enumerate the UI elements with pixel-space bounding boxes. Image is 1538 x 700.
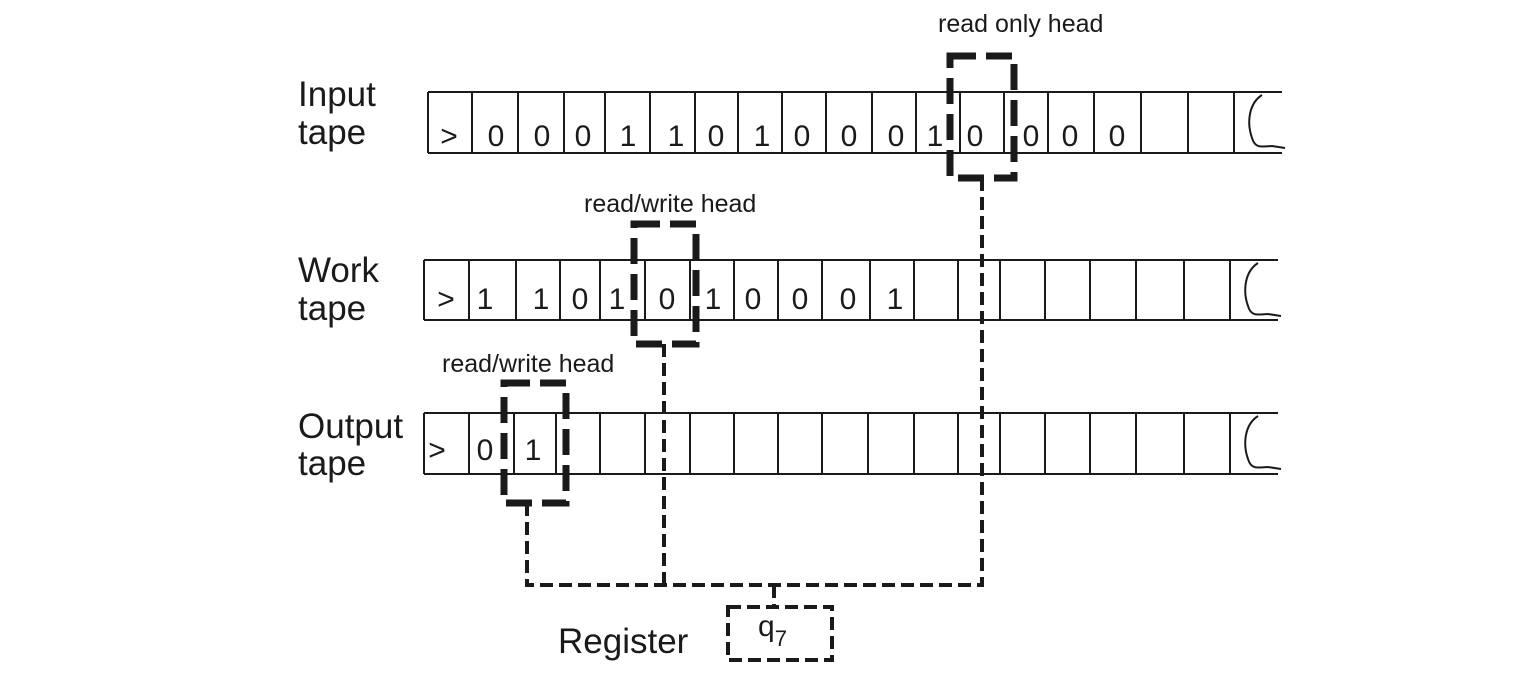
input-tape-symbol: 1 (620, 120, 637, 153)
work-tape-torn-end-icon (1244, 262, 1282, 317)
input-tape-symbol: 1 (754, 120, 771, 153)
output-tape-symbol: 1 (525, 434, 542, 467)
work-tape-symbol: 1 (705, 283, 722, 316)
work-tape-symbol: 0 (659, 283, 676, 316)
work-tape-symbol: 1 (533, 283, 550, 316)
work-tape-label-line1: Work (298, 251, 380, 290)
input-tape-symbol: 0 (1109, 120, 1126, 153)
work-tape-symbol: 0 (745, 283, 762, 316)
output-tape-symbol: > (428, 434, 446, 467)
input-tape-symbol: 0 (1062, 120, 1079, 153)
work-tape-symbol: 1 (477, 283, 494, 316)
input-tape-symbol: 0 (575, 120, 592, 153)
output-head-connector (525, 503, 774, 587)
output-read-write-head (500, 379, 570, 507)
work-tape-symbol: 1 (887, 283, 904, 316)
output-tape-label-line2: tape (298, 444, 366, 483)
register-state-letter: q (758, 610, 775, 643)
output-tape-label-line1: Output (298, 407, 403, 446)
input-tape-symbol: 0 (534, 120, 551, 153)
work-tape-symbol: 0 (792, 283, 809, 316)
work-tape-symbol: > (437, 283, 455, 316)
input-tape-symbol: 1 (668, 120, 685, 153)
work-tape-symbol: 1 (609, 283, 626, 316)
output-tape-symbol: 0 (477, 434, 494, 467)
head-connections (525, 178, 984, 607)
output-tape-torn-end-icon (1244, 415, 1282, 470)
input-tape-symbol: 1 (927, 120, 944, 153)
work-read-write-head (630, 220, 700, 348)
input-tape-symbol: > (440, 120, 458, 153)
input-tape-symbol: 0 (888, 120, 905, 153)
register-state-subscript: 7 (775, 626, 787, 651)
work-tape-symbol: 0 (572, 283, 589, 316)
input-head-connector (774, 178, 984, 587)
input-tape-symbol: 0 (794, 120, 811, 153)
input-tape-symbol: 0 (708, 120, 725, 153)
input-tape-symbol: 0 (1023, 120, 1040, 153)
input-tape-symbol: 0 (841, 120, 858, 153)
register-label: Register (558, 622, 689, 661)
input-head-label: read only head (938, 10, 1103, 38)
input-tape-symbol: 0 (967, 120, 984, 153)
input-tape-torn-end-icon (1248, 94, 1286, 149)
register-box (726, 605, 834, 662)
work-tape-label-line2: tape (298, 289, 366, 328)
output-head-label: read/write head (442, 350, 614, 378)
input-tape-label-line2: tape (298, 113, 366, 152)
register: Register q7 (558, 605, 834, 662)
input-tape-symbol: 0 (488, 120, 505, 153)
work-head-label: read/write head (584, 190, 756, 218)
work-tape-symbol: 0 (840, 283, 857, 316)
input-tape-label-line1: Input (298, 75, 376, 114)
register-state: q7 (758, 610, 787, 651)
